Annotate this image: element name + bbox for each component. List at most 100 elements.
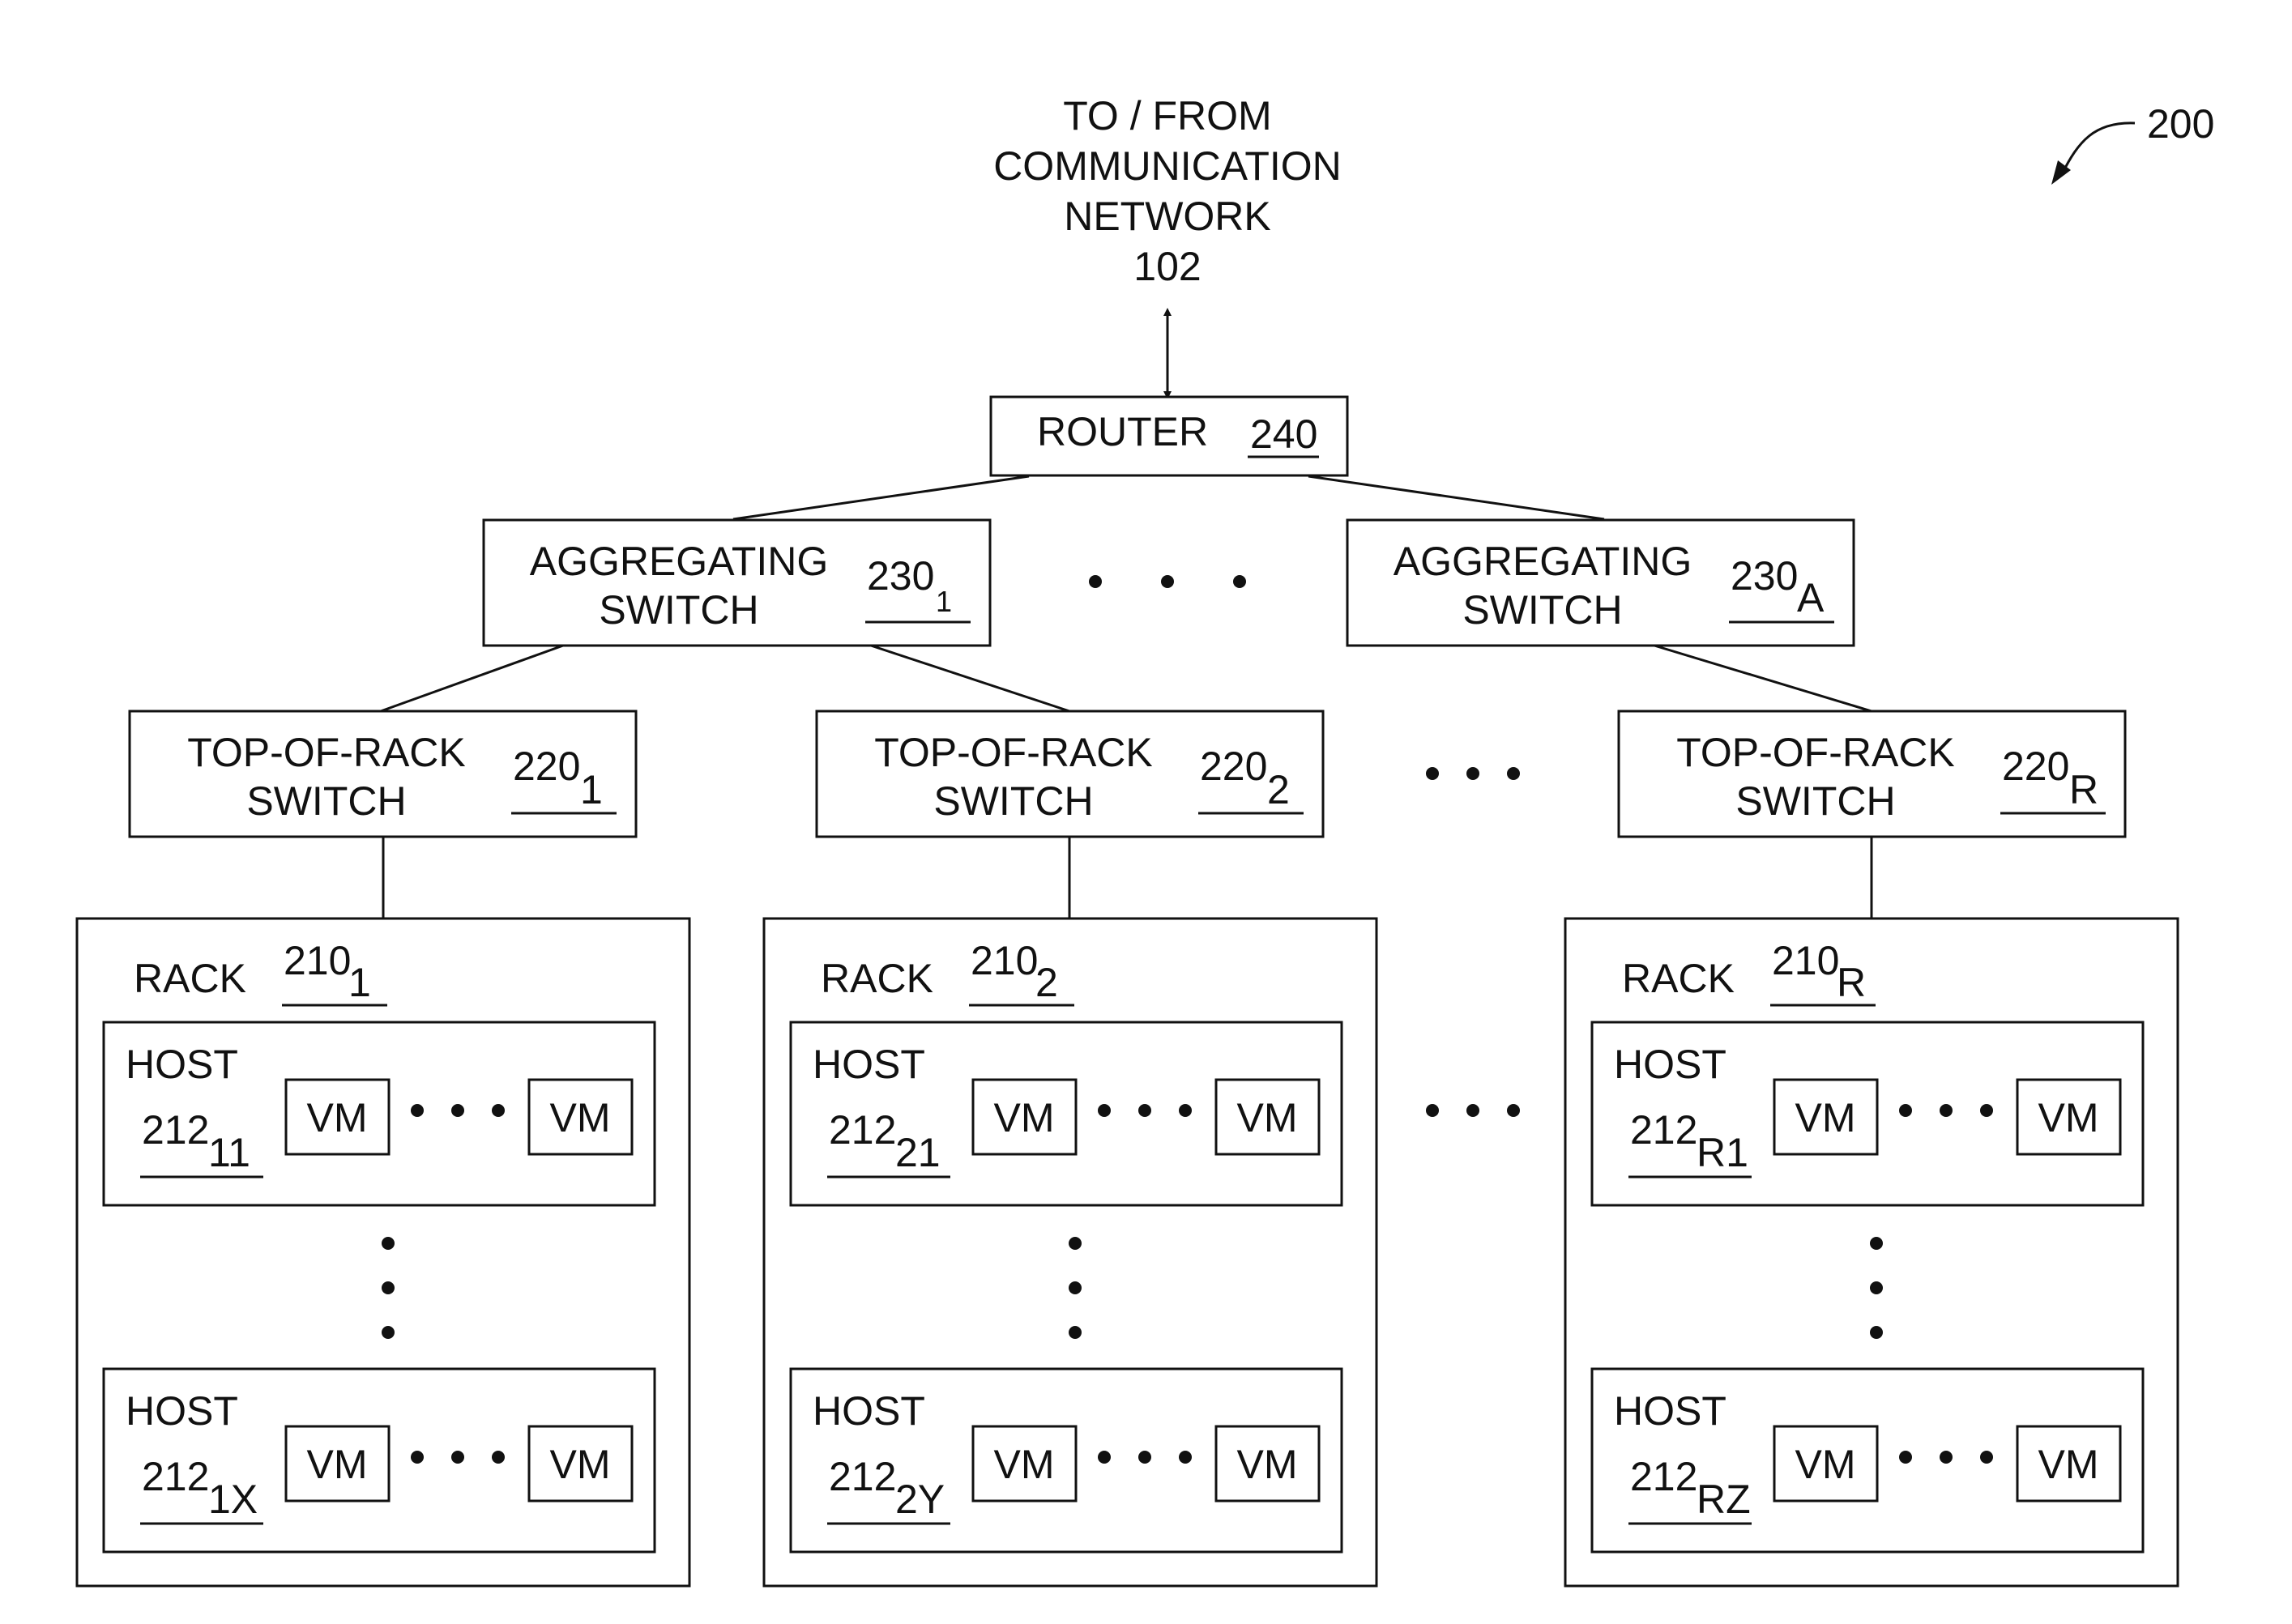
aggregating-switch-a-ref: 230 (1731, 553, 1798, 599)
host-label: HOST (126, 1388, 238, 1434)
tor-switch-r-ref: 220 (2002, 744, 2069, 789)
host-ellipsis-dot (1069, 1281, 1082, 1294)
aggregating-switch-1-ref: 230 (867, 553, 934, 599)
racks-group: RACK2101HOST21211VMVMHOST2121XVMVMRACK21… (77, 919, 2178, 1586)
vm-label: VM (307, 1442, 368, 1487)
aggA-torR-link (1654, 646, 1872, 711)
vm-ellipsis-dot (1940, 1451, 1953, 1464)
network-line-1: TO / FROM (1063, 93, 1271, 139)
rack-subscript: 2 (1035, 960, 1058, 1005)
host-ref: 212 (829, 1107, 896, 1153)
vm-label: VM (1237, 1442, 1298, 1487)
aggregating-ellipsis (1089, 575, 1246, 588)
tor-ellipsis (1426, 767, 1520, 780)
rack-label: RACK (1622, 956, 1735, 1001)
host-ref: 212 (1630, 1107, 1697, 1153)
tor-switch-1-line2: SWITCH (246, 778, 406, 824)
vm-ellipsis-dot (492, 1451, 505, 1464)
host-ellipsis-dot (1069, 1237, 1082, 1250)
aggregating-switch-1-line1: AGGREGATING (530, 539, 829, 584)
vm-ellipsis-dot (1098, 1451, 1111, 1464)
rack-label: RACK (821, 956, 933, 1001)
host-ellipsis-dot (1870, 1237, 1883, 1250)
vm-ellipsis-dot (1899, 1451, 1912, 1464)
host-2y: HOST2122YVMVM (791, 1369, 1342, 1552)
tor-switch-1-line1: TOP-OF-RACK (187, 730, 466, 775)
host-ref: 212 (142, 1107, 209, 1153)
figure-reference: 200 (2051, 101, 2214, 185)
ellipsis-dot (1466, 1104, 1479, 1117)
host-subscript: RZ (1697, 1477, 1751, 1522)
ellipsis-dot (1233, 575, 1246, 588)
tor-switch-2: TOP-OF-RACK SWITCH 220 2 (817, 711, 1323, 837)
aggregating-switch-1-line2: SWITCH (599, 587, 758, 633)
host-ref: 212 (142, 1454, 209, 1499)
host-ellipsis-dot (382, 1237, 395, 1250)
host-21: HOST21221VMVM (791, 1022, 1342, 1205)
network-line-2: COMMUNICATION (993, 143, 1342, 189)
tor-switch-r-subscript: R (2069, 767, 2098, 812)
rack-label: RACK (134, 956, 246, 1001)
host-label: HOST (126, 1042, 238, 1087)
ellipsis-dot (1426, 767, 1439, 780)
communication-network-label: TO / FROM COMMUNICATION NETWORK 102 (993, 93, 1342, 289)
host-ellipsis-dot (1870, 1281, 1883, 1294)
host-ellipsis-dot (382, 1326, 395, 1339)
ellipsis-dot (1089, 575, 1102, 588)
tor-switch-1-ref: 220 (513, 744, 580, 789)
vm-label: VM (2038, 1442, 2099, 1487)
tor-switch-r-line2: SWITCH (1735, 778, 1895, 824)
host-ref: 212 (1630, 1454, 1697, 1499)
figure-number: 200 (2147, 101, 2214, 147)
host-subscript: 1X (208, 1477, 258, 1522)
ellipsis-dot (1507, 767, 1520, 780)
vm-ellipsis-dot (1980, 1104, 1993, 1117)
figure-leader-line (2062, 123, 2135, 174)
tor-switch-1-subscript: 1 (580, 767, 603, 812)
aggregating-switch-a-subscript: A (1797, 575, 1825, 620)
rack-2: RACK2102HOST21221VMVMHOST2122YVMVM (764, 919, 1376, 1586)
vm-ellipsis-dot (1098, 1104, 1111, 1117)
vm-ellipsis-dot (1980, 1451, 1993, 1464)
vm-ellipsis-dot (1179, 1104, 1192, 1117)
aggregating-switch-a: AGGREGATING SWITCH 230 A (1347, 520, 1854, 646)
host-label: HOST (1614, 1388, 1726, 1434)
host-r1: HOST212R1VMVM (1592, 1022, 2143, 1205)
network-line-3: NETWORK (1064, 194, 1271, 239)
tor-switch-2-subscript: 2 (1267, 767, 1290, 812)
router-aggA-link (1308, 476, 1604, 519)
rack-ref: 210 (1772, 938, 1839, 983)
network-ref: 102 (1133, 244, 1201, 289)
host-11: HOST21211VMVM (104, 1022, 655, 1205)
tor-switch-1: TOP-OF-RACK SWITCH 220 1 (130, 711, 636, 837)
aggregating-switch-1: AGGREGATING SWITCH 230 1 (484, 520, 990, 646)
rack-r: RACK210RHOST212R1VMVMHOST212RZVMVM (1565, 919, 2178, 1586)
rack-subscript: R (1837, 960, 1866, 1005)
tor-switch-r: TOP-OF-RACK SWITCH 220 R (1619, 711, 2125, 837)
rack-ellipsis (1426, 1104, 1520, 1117)
ellipsis-dot (1507, 1104, 1520, 1117)
vm-ellipsis-dot (1138, 1451, 1151, 1464)
tor-switch-r-line1: TOP-OF-RACK (1676, 730, 1955, 775)
router-agg1-link (733, 476, 1029, 519)
vm-label: VM (2038, 1095, 2099, 1140)
vm-ellipsis-dot (451, 1451, 464, 1464)
host-subscript: 21 (895, 1130, 941, 1175)
rack-ref: 210 (971, 938, 1038, 983)
vm-ellipsis-dot (1899, 1104, 1912, 1117)
tor-switch-2-line2: SWITCH (933, 778, 1093, 824)
aggregating-switch-a-line1: AGGREGATING (1394, 539, 1692, 584)
vm-ellipsis-dot (492, 1104, 505, 1117)
ellipsis-dot (1426, 1104, 1439, 1117)
tor-switch-2-line1: TOP-OF-RACK (874, 730, 1153, 775)
rack-subscript: 1 (348, 960, 371, 1005)
host-subscript: 2Y (895, 1477, 945, 1522)
router-ref: 240 (1250, 411, 1317, 457)
rack-ref: 210 (284, 938, 351, 983)
vm-label: VM (1795, 1442, 1856, 1487)
host-ellipsis-dot (382, 1281, 395, 1294)
aggregating-switch-1-subscript: 1 (936, 585, 952, 618)
vm-ellipsis-dot (1179, 1451, 1192, 1464)
agg1-tor2-link (871, 646, 1069, 711)
